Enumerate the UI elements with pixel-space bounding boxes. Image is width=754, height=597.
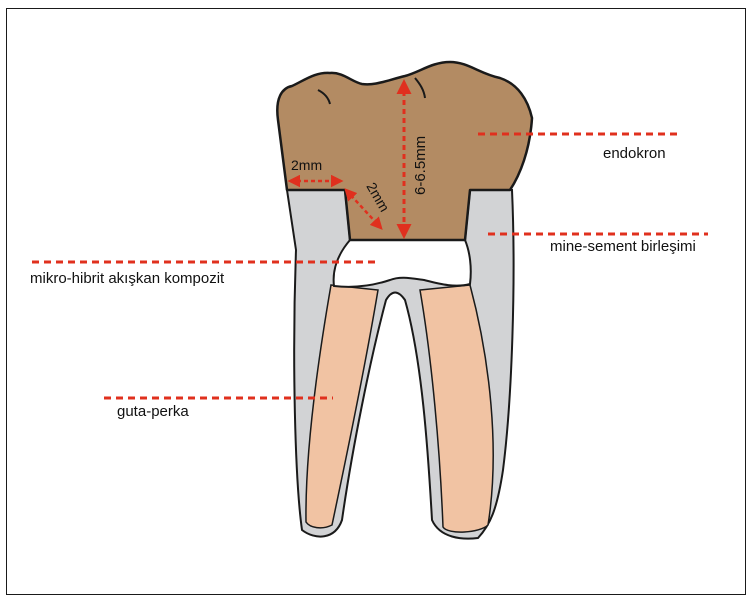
endocrown-label: endokron	[603, 145, 666, 162]
composite-label: mikro-hibrit akışkan kompozit	[30, 270, 225, 287]
height-dimension-label: 6-6.5mm	[412, 136, 429, 195]
width-dimension-label: 2mm	[291, 157, 322, 173]
gutta-label: guta-perka	[117, 403, 189, 420]
cej-label: mine-sement birleşimi	[550, 238, 696, 255]
